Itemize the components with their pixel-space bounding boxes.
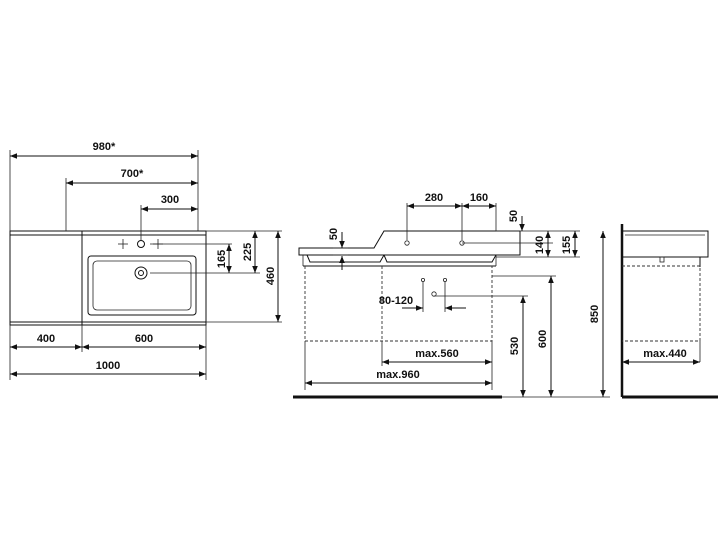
- side-cabinet-outline: [622, 265, 701, 342]
- dim-label-max560: max.560: [415, 348, 458, 360]
- dim-label-225: 225: [242, 243, 254, 261]
- dim-label-600-height: 600: [537, 330, 549, 348]
- dim-label-50-left: 50: [328, 228, 340, 240]
- side-view: max.440: [620, 224, 718, 399]
- side-view-outline: [621, 230, 709, 267]
- basin-bowl: [87, 255, 197, 316]
- dim-label-50-right: 50: [508, 210, 520, 222]
- front-cabinet-outline: [304, 266, 493, 342]
- dim-label-80-120: 80-120: [379, 295, 413, 307]
- dim-label-850: 850: [589, 305, 601, 323]
- front-view: 280 160 50 50 140 155 80-120 max.560: [293, 192, 610, 399]
- dim-label-280: 280: [425, 192, 443, 204]
- dim-label-max960: max.960: [376, 369, 419, 381]
- tap-hole-icons: [404, 240, 465, 297]
- dim-label-1000: 1000: [96, 360, 120, 372]
- dim-label-160: 160: [470, 192, 488, 204]
- dim-label-165: 165: [216, 250, 228, 268]
- dim-label-155: 155: [561, 236, 573, 254]
- dim-label-980: 980*: [93, 141, 116, 153]
- dim-label-400: 400: [37, 333, 55, 345]
- top-view-outline: [9, 230, 207, 326]
- dim-label-460: 460: [265, 267, 277, 285]
- drain-icon: [134, 266, 148, 280]
- dim-label-300: 300: [161, 194, 179, 206]
- dim-label-530: 530: [509, 337, 521, 355]
- dim-label-700: 700*: [121, 168, 144, 180]
- dim-label-600-basin: 600: [135, 333, 153, 345]
- top-view: 980* 700* 300 165 225 460 400 600 1000: [9, 141, 282, 380]
- dim-label-140: 140: [534, 236, 546, 254]
- dim-label-max440: max.440: [643, 348, 686, 360]
